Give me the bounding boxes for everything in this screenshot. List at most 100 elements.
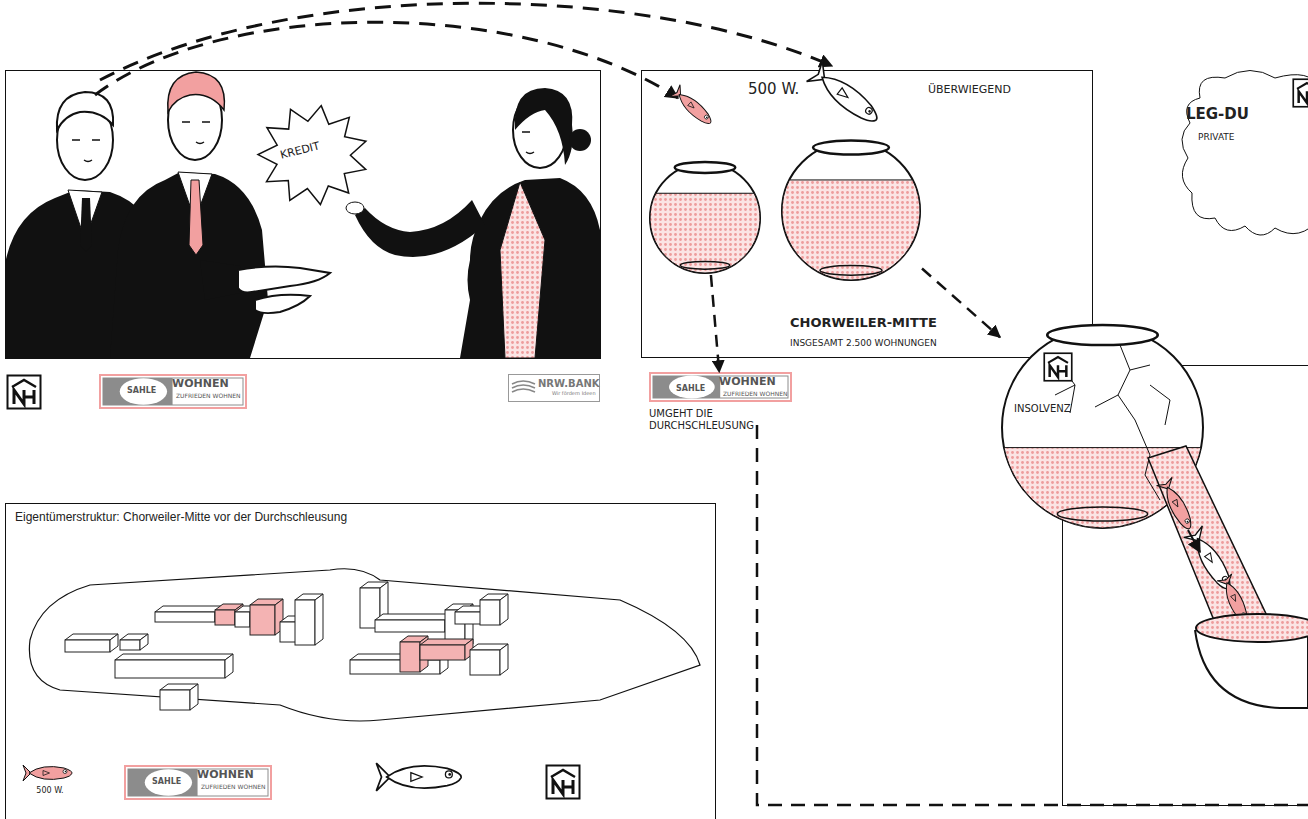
site-plan-part-part [155, 606, 223, 622]
catch-bowl-rim [1196, 614, 1308, 642]
fish-bowl-outline [648, 137, 762, 275]
credit-star-outline-part [258, 106, 366, 205]
people-illustration-part [110, 172, 268, 358]
people-illustration-part [355, 200, 485, 257]
fish-bowl-outline-part [813, 141, 889, 155]
site-plan-part-part-part [375, 614, 453, 620]
site-plan-part-part [295, 594, 323, 645]
site-plan-part-part [420, 639, 473, 660]
fish-label: 500 W. [748, 81, 799, 98]
thought-cloud: LEG-DUPRIVATE [1180, 68, 1308, 243]
company-logo-outline-part [653, 376, 788, 398]
people-illustration-part [238, 266, 330, 292]
dashed-connector [922, 269, 1000, 338]
legend-item: 500 W. [18, 760, 82, 795]
site-plan-part-part-part [400, 642, 420, 672]
logo-text: WOHNEN [197, 769, 254, 782]
site-plan-part-part-part [155, 606, 223, 612]
foreground-illustration-part [1157, 477, 1198, 532]
company-logo-outline-part [145, 769, 192, 796]
people-illustration-part [522, 132, 534, 154]
logo-text: WOHNEN [172, 378, 229, 391]
broken-bowl-outline-part [1055, 345, 1170, 500]
panel-heading: CHORWEILER-MITTE [790, 316, 937, 331]
site-plan-part-part-part [115, 660, 225, 678]
logo-text: ZUFRIEDEN WOHNEN [201, 784, 265, 791]
company-logo-outline-part [103, 378, 243, 405]
company-logo-outline-part [128, 769, 268, 796]
company-logo-outline-part [653, 376, 720, 398]
site-plan-part-part-part [250, 605, 275, 635]
nh-logo [1293, 79, 1308, 107]
people-illustration-part [168, 72, 225, 112]
bank-logo-outline-part [512, 385, 535, 388]
site-plan-part-part-part [155, 612, 215, 622]
catch-bowl [1195, 625, 1308, 708]
legend-swatch [18, 760, 80, 786]
dashed-arc [95, 22, 678, 98]
site-plan-part-part-part [65, 634, 118, 640]
fish-bowl-outline-part [650, 193, 760, 273]
fish-bowl-outline-part [782, 180, 920, 280]
foreground-illustration-part-part [1157, 477, 1198, 532]
credit-star: KREDIT [258, 105, 368, 205]
box-title: Eigentümerstruktur: Chorweiler-Mitte vor… [15, 511, 347, 525]
panel-note: INSGESAMT 2.500 WOHNUNGEN [790, 338, 937, 348]
logo-text: SAHLE [676, 384, 705, 393]
nh-logo [1044, 353, 1072, 381]
site-plan [29, 569, 700, 799]
fish-bowl-outline-part [650, 163, 760, 273]
site-plan-part-part-part [235, 612, 250, 627]
people-illustration-part [57, 92, 113, 130]
logo-text: WOHNEN [719, 376, 776, 389]
logo-text: SAHLE [127, 386, 156, 395]
company-logo-outline-part [125, 766, 271, 799]
bank-logo-outline-part [512, 381, 535, 384]
site-plan-part-part-part [420, 645, 465, 660]
dashed-arc [100, 3, 832, 80]
site-plan-part-part [65, 634, 118, 652]
foreground-illustration-part-part [1217, 574, 1252, 625]
company-logo-outline-part [128, 769, 198, 796]
site-plan-part-part-part [500, 644, 508, 675]
site-plan-part-part-part [500, 594, 508, 625]
company-logo-outline-part [120, 378, 167, 405]
site-plan-part-part-part [115, 654, 233, 660]
people-illustration-part [346, 202, 364, 214]
plan-box: SAHLEWOHNENZUFRIEDEN WOHNENEigentümerstr… [5, 503, 716, 819]
cloud-heading: LEG-DU [1186, 106, 1249, 123]
bank-logo-outline-part [509, 375, 600, 402]
fish-bowl-outline [780, 130, 922, 282]
fish-bowl-outline-part [680, 261, 730, 269]
site-plan-part-part-part [470, 650, 500, 675]
people-illustration-part [189, 180, 203, 255]
fish-bowl-outline-part [670, 85, 716, 129]
people-illustration-part [182, 122, 210, 144]
plan-box-outline-part [6, 504, 716, 819]
fish-bowl-outline-part [782, 142, 920, 280]
people-illustration-part [80, 198, 92, 252]
people-illustration-part [500, 182, 545, 358]
site-plan-part-part-part [225, 654, 233, 678]
foreground-illustration-part-part [1184, 526, 1238, 594]
legend-swatch-part [23, 765, 72, 781]
nh-logo [547, 766, 580, 799]
site-plan-part-part-part [140, 634, 148, 650]
site-plan-part-part [470, 644, 508, 675]
people-illustration-part [515, 88, 573, 165]
bank-logo: NRW.BANKWir fördern Ideen [508, 374, 600, 402]
thought-cloud-outline-part [1182, 71, 1308, 236]
bank-logo-outline-part [512, 389, 535, 392]
site-plan-part-part-part [160, 690, 190, 710]
fish-bowl-outline-part [675, 162, 736, 173]
site-plan-part-part [115, 654, 233, 678]
site-plan-part-part-part [295, 600, 315, 645]
fish-bowl: ÜBERWIEGEND [780, 130, 922, 282]
site-plan-part-part [250, 599, 283, 635]
site-plan-part-part-part [375, 620, 445, 632]
broken-bowl-outline [1000, 325, 1205, 530]
site-plan-part-part-part [120, 640, 140, 650]
